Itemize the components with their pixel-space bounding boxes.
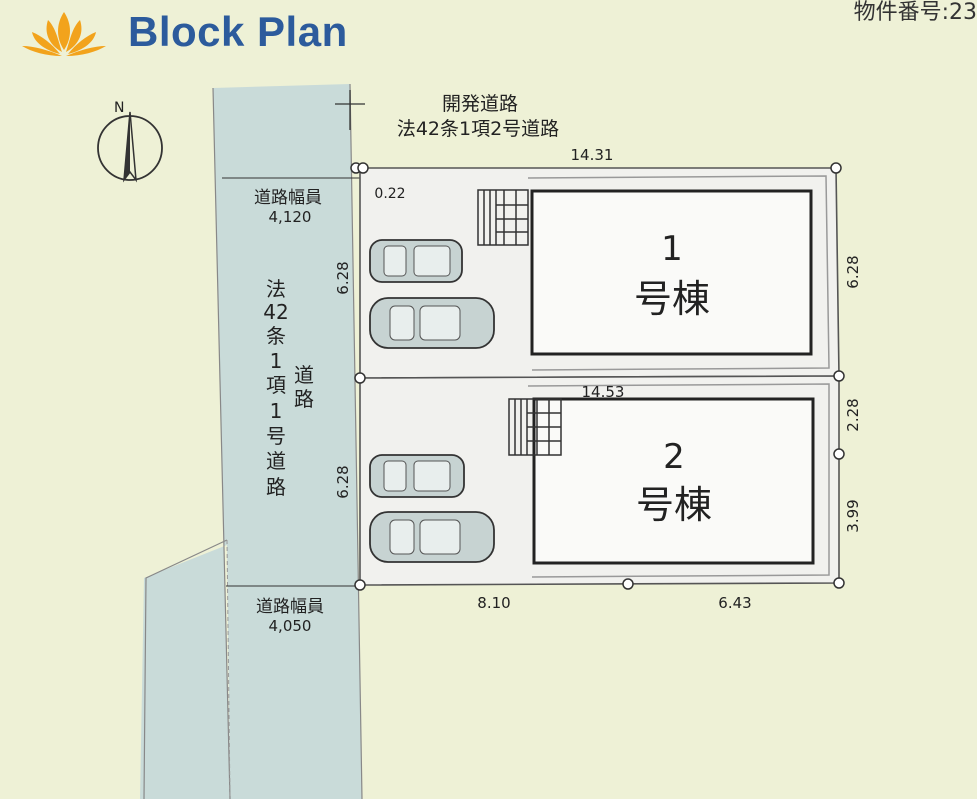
dim-right-lower-lot2: 3.99 [844,499,862,532]
road-label-col1-1: 42 [263,300,288,324]
page-title: Block Plan [128,8,348,55]
car-2b-icon [369,511,495,563]
lot-1-suffix: 号棟 [634,277,710,321]
dim-left-lot1: 6.28 [334,261,352,294]
main-road [140,84,362,799]
car-2a-icon [369,454,465,498]
building-2 [532,397,815,565]
road-label-col1-5: 1 [270,399,283,423]
lot-2-setback [527,383,830,578]
lot-1-number: 1 [661,229,683,269]
dim-middle: 14.53 [582,383,625,401]
stairs-2-icon [508,398,562,456]
road-label-col1-7: 道 [266,449,286,473]
property-number: 物件番号:23 [853,0,977,25]
dim-left-lot2: 6.28 [334,465,352,498]
road-width-bottom-value: 4,050 [269,617,312,635]
road-label-col1-8: 路 [266,475,286,499]
road-label-col2-1: 路 [294,387,314,411]
road-label-col1-2: 条 [266,324,286,348]
road-width-bottom-label: 道路幅員 [256,597,324,617]
dim-right-lot1: 6.28 [844,255,862,288]
compass-north-label: N [114,100,124,116]
road-label-col2-0: 道 [294,363,314,387]
road-width-top-value: 4,120 [269,208,312,226]
north-arrow-crosshair [335,90,365,130]
dim-bottom-left: 8.10 [477,594,510,612]
road-label-col1-4: 項 [266,373,286,397]
building-1 [530,189,813,356]
lotus-logo-icon [22,12,106,56]
car-1a-icon [369,239,463,283]
compass-icon [97,111,163,183]
dev-road-line1: 開発道路 [442,93,518,115]
road-label-col1-3: 1 [270,349,283,373]
car-1b-icon [369,297,495,349]
dim-right-upper-lot2: 2.28 [844,398,862,431]
stairs-1-icon [477,189,529,246]
lot-1-setback [527,175,830,371]
lot-2-number: 2 [663,437,685,477]
lot-2-suffix: 号棟 [636,483,712,527]
road-label-col1-0: 法 [266,277,286,301]
main-road-outline [143,83,363,799]
boundary-markers [350,162,845,591]
dev-road-line2: 法42条1項2号道路 [397,118,559,140]
road-width-top-label: 道路幅員 [254,188,322,208]
dim-bottom-right: 6.43 [718,594,751,612]
dim-top: 14.31 [571,146,614,164]
road-label-col1-6: 号 [266,424,286,448]
road-hatch [226,539,231,799]
dim-corner: 0.22 [374,186,405,202]
